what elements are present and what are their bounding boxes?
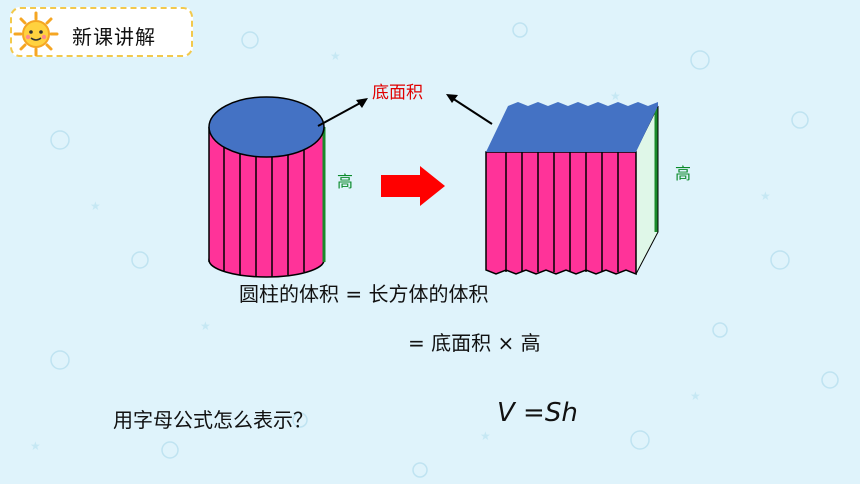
question-text: 用字母公式怎么表示？ xyxy=(113,408,313,432)
cylinder-height-label: 高 xyxy=(337,172,354,191)
cuboid-shape xyxy=(485,102,659,276)
section-header: 新课讲解 xyxy=(10,7,193,57)
svg-text:★: ★ xyxy=(30,439,41,453)
base-area-label: 底面积 xyxy=(372,83,423,103)
formula-answer: V =Sh xyxy=(497,398,578,428)
transform-arrow xyxy=(381,166,445,206)
svg-text:★: ★ xyxy=(90,199,101,213)
header-title: 新课讲解 xyxy=(72,25,156,49)
equation-line-2: = 底面积 × 高 xyxy=(408,331,541,355)
svg-text:★: ★ xyxy=(690,389,701,403)
svg-text:★: ★ xyxy=(330,49,341,63)
cylinder-shape xyxy=(208,96,326,278)
sun-icon xyxy=(13,11,59,57)
svg-text:★: ★ xyxy=(480,429,491,443)
svg-text:★: ★ xyxy=(610,89,621,103)
cuboid-height-label: 高 xyxy=(675,164,692,183)
svg-text:★: ★ xyxy=(760,189,771,203)
svg-text:★: ★ xyxy=(200,319,211,333)
equation-line-1: 圆柱的体积 = 长方体的体积 xyxy=(239,282,489,306)
